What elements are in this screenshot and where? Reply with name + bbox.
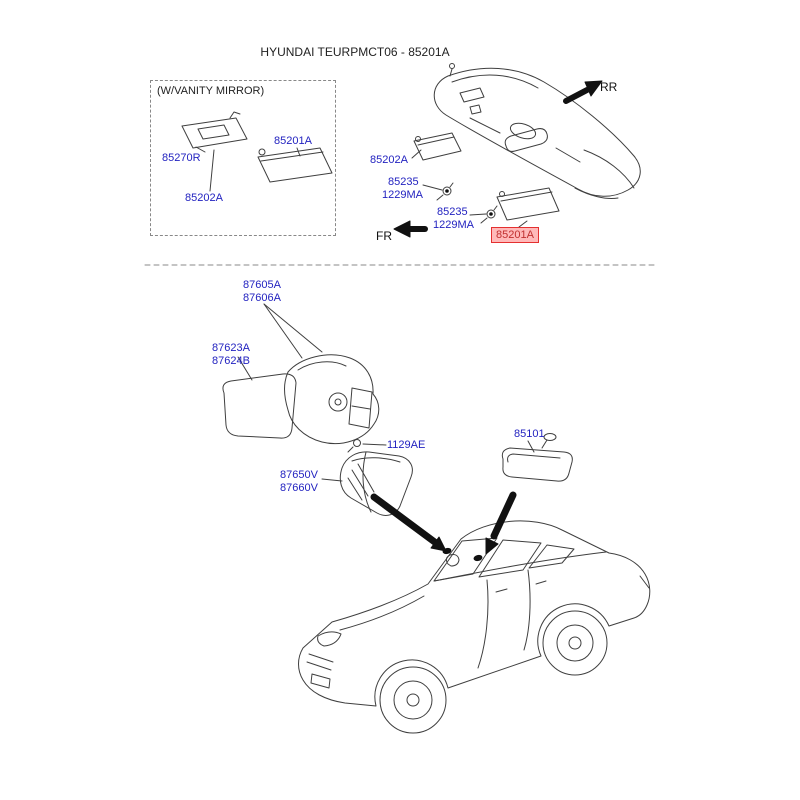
part-label-85201a-vanity[interactable]: 85201A — [274, 135, 312, 147]
visor-clip-1-illustration — [436, 182, 454, 201]
vanity-visor-large-illustration — [257, 147, 333, 183]
part-label-87624b[interactable]: 87624B — [212, 355, 250, 367]
part-label-87650v[interactable]: 87650V — [280, 469, 318, 481]
rr-direction-arrow-icon — [563, 80, 603, 104]
part-label-85235-1[interactable]: 85235 — [388, 176, 419, 188]
part-label-85201a-highlighted[interactable]: 85201A — [491, 227, 539, 243]
part-label-87605a[interactable]: 87605A — [243, 279, 281, 291]
rr-direction-label: RR — [600, 80, 618, 94]
vanity-mirror-box: (W/VANITY MIRROR) — [150, 80, 336, 236]
locator-arrows — [370, 491, 517, 555]
mirror-cover-illustration — [321, 451, 413, 516]
part-label-1229ma-2[interactable]: 1229MA — [433, 219, 474, 231]
visor-clip-2-illustration — [480, 205, 498, 224]
part-label-1229ma-1[interactable]: 1229MA — [382, 189, 423, 201]
headliner-illustration — [433, 63, 641, 199]
vanity-visor-small-illustration — [181, 111, 248, 192]
inside-mirror-illustration — [501, 433, 573, 482]
part-label-1129ae[interactable]: 1129AE — [387, 439, 426, 451]
roof-leader-lines — [411, 149, 528, 228]
part-label-85235-2[interactable]: 85235 — [437, 206, 468, 218]
roof-visor-85201a-illustration — [496, 187, 560, 221]
part-label-87623a[interactable]: 87623A — [212, 342, 250, 354]
vanity-mirror-box-label: (W/VANITY MIRROR) — [157, 85, 265, 97]
door-mirror-illustration — [222, 303, 387, 453]
fr-direction-arrow-icon — [393, 220, 428, 238]
page-title: HYUNDAI TEURPMCT06 - 85201A — [260, 45, 450, 59]
part-label-85101[interactable]: 85101 — [514, 428, 545, 440]
part-label-87606a[interactable]: 87606A — [243, 292, 281, 304]
part-label-87660v[interactable]: 87660V — [280, 482, 318, 494]
part-label-85202a-vanity[interactable]: 85202A — [185, 192, 223, 204]
part-label-85202a-roof[interactable]: 85202A — [370, 154, 408, 166]
fr-direction-label: FR — [376, 229, 392, 243]
roof-visor-85202a-illustration — [413, 132, 462, 161]
part-label-85270r[interactable]: 85270R — [162, 152, 201, 164]
car-illustration — [298, 520, 651, 734]
